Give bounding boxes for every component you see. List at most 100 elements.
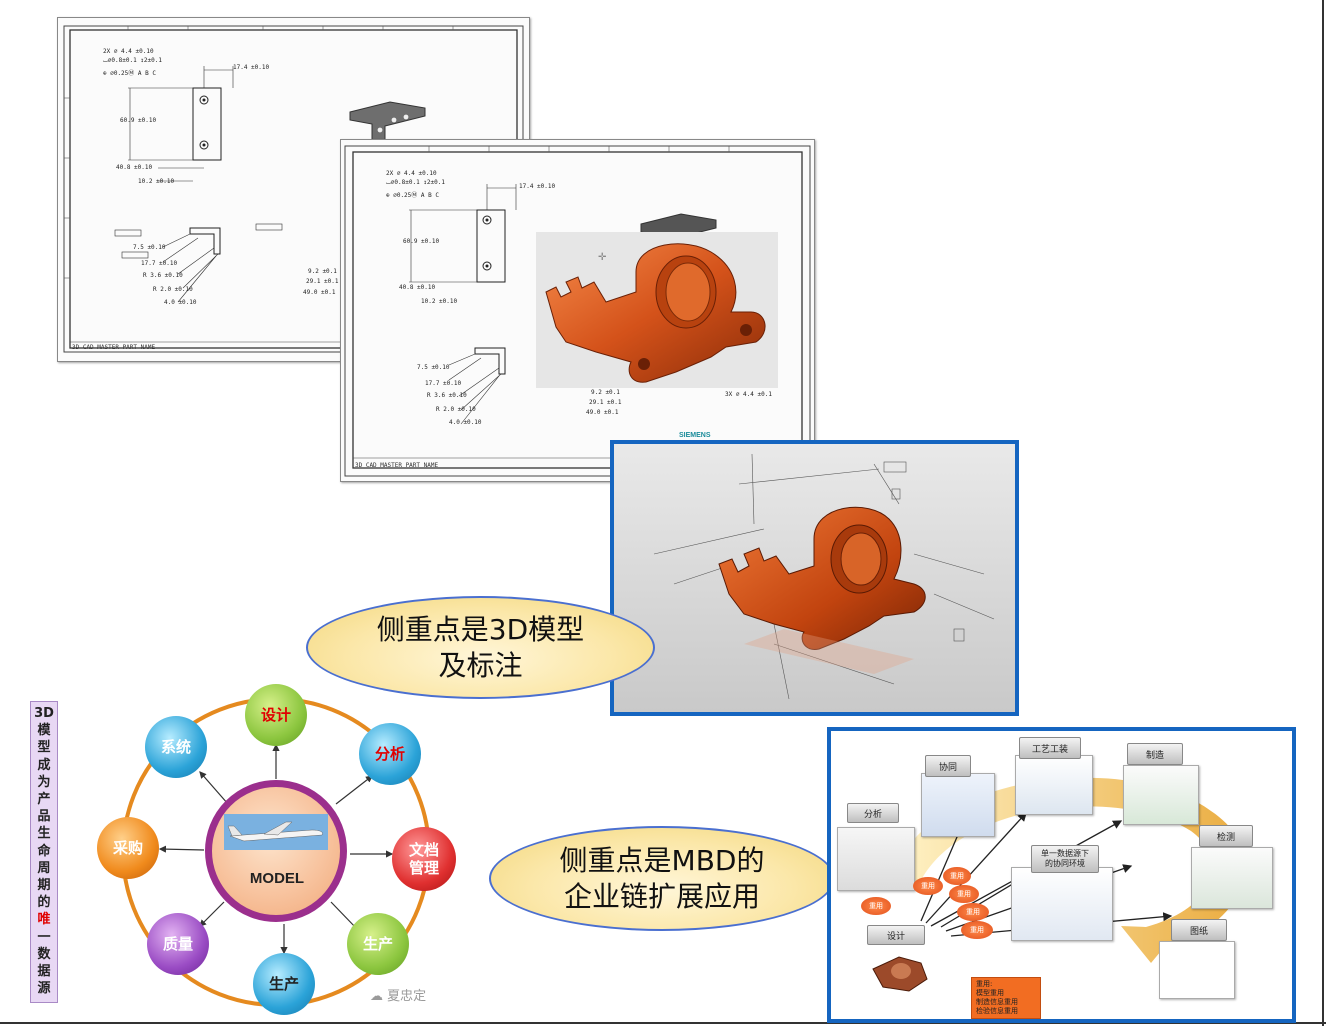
wheel-node-analysis-label: 分析 <box>374 745 405 763</box>
reuse-pill: 重用 <box>957 903 989 921</box>
reuse-pill: 重用 <box>961 921 993 939</box>
dim-17-4-2: 17.4 ±0.10 <box>519 183 556 190</box>
wheel-node-design-label: 设计 <box>260 706 291 724</box>
tag-process: 工艺工装 <box>1019 737 1081 759</box>
wheel-node-system: 系统 <box>145 716 207 778</box>
reuse-note-line3: 制造信息重用 <box>976 998 1018 1006</box>
callout-mbd-line2: 企业链扩展应用 <box>563 879 760 913</box>
slide-border-right <box>1322 0 1324 1026</box>
vlabel-char-highlight: 唯 <box>37 912 51 928</box>
dim-29-1-2: 29.1 ±0.1 <box>589 399 622 406</box>
screen-manufacture <box>1123 765 1199 825</box>
svg-text:✛: ✛ <box>598 252 607 263</box>
screen-drawing <box>1159 941 1235 999</box>
tag-drawing-label: 图纸 <box>1189 926 1208 937</box>
slide-border-bottom <box>0 1022 1326 1024</box>
copper-part-illustration: ✛ <box>545 243 766 383</box>
dim-cbore-2: ⌴⌀0.8±0.1 ↧2±0.1 <box>386 179 445 186</box>
reuse-pill: 重用 <box>861 897 891 915</box>
title-block-text-2: 3D CAD MASTER PART NAME <box>355 462 439 469</box>
reuse-pill-label: 重用 <box>957 890 971 898</box>
wheel-node-quality-label: 质量 <box>162 935 193 953</box>
dim-r2-0-2: R 2.0 ±0.10 <box>436 406 476 413</box>
drawing-sheet-front-lines <box>344 145 811 477</box>
wheel-node-docs-line2: 管理 <box>408 859 439 877</box>
tag-analysis-label: 分析 <box>863 809 882 820</box>
dim-r3-6-2: R 3.6 ±0.10 <box>427 392 467 399</box>
wheel-node-docs: 文档 管理 <box>392 827 456 891</box>
screen-collab <box>921 773 995 837</box>
wheel-node-quality: 质量 <box>147 913 209 975</box>
annotated-model-illustration <box>614 444 1015 712</box>
wheel-node-production-right: 生产 <box>347 913 409 975</box>
tag-design: 设计 <box>867 925 925 945</box>
tag-process-label: 工艺工装 <box>1031 744 1068 755</box>
screen-analysis <box>837 827 915 891</box>
model-hub <box>205 780 347 922</box>
design-part-icon <box>872 956 928 992</box>
mbd-flow-panel: 分析 协同 工艺工装 制造 检测 图纸 设计 单一数据源下 的协同环境 重用 重… <box>827 727 1296 1023</box>
siemens-logo: SIEMENS <box>679 432 711 439</box>
tag-drawing: 图纸 <box>1171 919 1227 941</box>
callout-mbd-line1: 侧重点是MBD的 <box>559 843 765 877</box>
vlabel-char: 生 <box>37 826 51 842</box>
vlabel-char: 为 <box>37 774 51 790</box>
dim-17-4: 17.4 ±0.10 <box>233 64 270 71</box>
dim-7-5-2: 7.5 ±0.10 <box>417 364 450 371</box>
callout-3d-model-line2: 及标注 <box>438 648 523 682</box>
wheel-node-production-bottom-label: 生产 <box>268 975 299 993</box>
dim-17-7: 17.7 ±0.10 <box>141 260 178 267</box>
tag-env: 单一数据源下 的协同环境 <box>1031 845 1099 873</box>
dim-10-2: 10.2 ±0.10 <box>138 178 175 185</box>
dim-9-2-2: 9.2 ±0.1 <box>591 389 620 396</box>
reuse-pill: 重用 <box>943 867 971 885</box>
dim-3x-hole: 3X ⌀ 4.4 ±0.1 <box>725 391 772 398</box>
dim-49-0: 49.0 ±0.1 <box>303 289 336 296</box>
watermark: ☁ 夏忠定 <box>370 985 426 1004</box>
tag-env-line2: 的协同环境 <box>1045 859 1085 868</box>
reuse-pill-label: 重用 <box>869 902 883 910</box>
dim-fcf: ⊕ ⌀0.25Ⓜ A B C <box>103 70 156 77</box>
dim-r3-6: R 3.6 ±0.10 <box>143 272 183 279</box>
tag-collab: 协同 <box>925 755 971 777</box>
reuse-pill: 重用 <box>949 885 979 903</box>
tag-env-line1: 单一数据源下 <box>1041 849 1089 858</box>
tag-inspect-label: 检测 <box>1216 832 1235 843</box>
screen-inspect <box>1191 847 1273 909</box>
reuse-pill-label: 重用 <box>921 882 935 890</box>
dim-60-9: 60.9 ±0.10 <box>120 117 157 124</box>
wheel-node-system-label: 系统 <box>160 738 191 756</box>
dim-29-1: 29.1 ±0.1 <box>306 278 339 285</box>
vlabel-char: 周 <box>37 860 51 876</box>
tag-analysis: 分析 <box>847 803 899 823</box>
reuse-pill-label: 重用 <box>970 926 984 934</box>
reuse-note-line1: 重用: <box>976 980 993 988</box>
vlabel-char: 据 <box>37 964 51 980</box>
vlabel-char: 期 <box>37 878 51 894</box>
dim-hole-spec-2: 2X ⌀ 4.4 ±0.10 <box>386 170 437 177</box>
wheel-node-analysis: 分析 <box>359 723 421 785</box>
wheel-node-purchase: 采购 <box>97 817 159 879</box>
vlabel-char: 的 <box>37 895 51 911</box>
dim-4-0: 4.0 ±0.10 <box>164 299 197 306</box>
screen-process <box>1015 755 1093 815</box>
tag-collab-label: 协同 <box>938 762 957 773</box>
wheel-node-production-right-label: 生产 <box>362 935 393 953</box>
dim-r2-0: R 2.0 ±0.10 <box>153 286 193 293</box>
watermark-text: 夏忠定 <box>387 989 427 1004</box>
vlabel-char: 一 <box>37 929 51 945</box>
dim-4-0-2: 4.0 ±0.10 <box>449 419 482 426</box>
dim-7-5: 7.5 ±0.10 <box>133 244 166 251</box>
vlabel-char: 源 <box>37 981 51 997</box>
reuse-pill-label: 重用 <box>966 908 980 916</box>
dim-40-8-2: 40.8 ±0.10 <box>399 284 436 291</box>
dim-fcf-2: ⊕ ⌀0.25Ⓜ A B C <box>386 192 439 199</box>
tag-manufacture-label: 制造 <box>1145 750 1164 761</box>
callout-3d-model-line1: 侧重点是3D模型 <box>376 612 585 646</box>
wheel-node-design: 设计 <box>245 684 307 746</box>
vlabel-char: 数 <box>37 946 51 962</box>
reuse-note-line2: 模型重用 <box>976 989 1004 997</box>
dim-17-7-2: 17.7 ±0.10 <box>425 380 462 387</box>
vlabel-char: 品 <box>37 809 51 825</box>
callout-mbd: 侧重点是MBD的 企业链扩展应用 <box>489 826 835 931</box>
